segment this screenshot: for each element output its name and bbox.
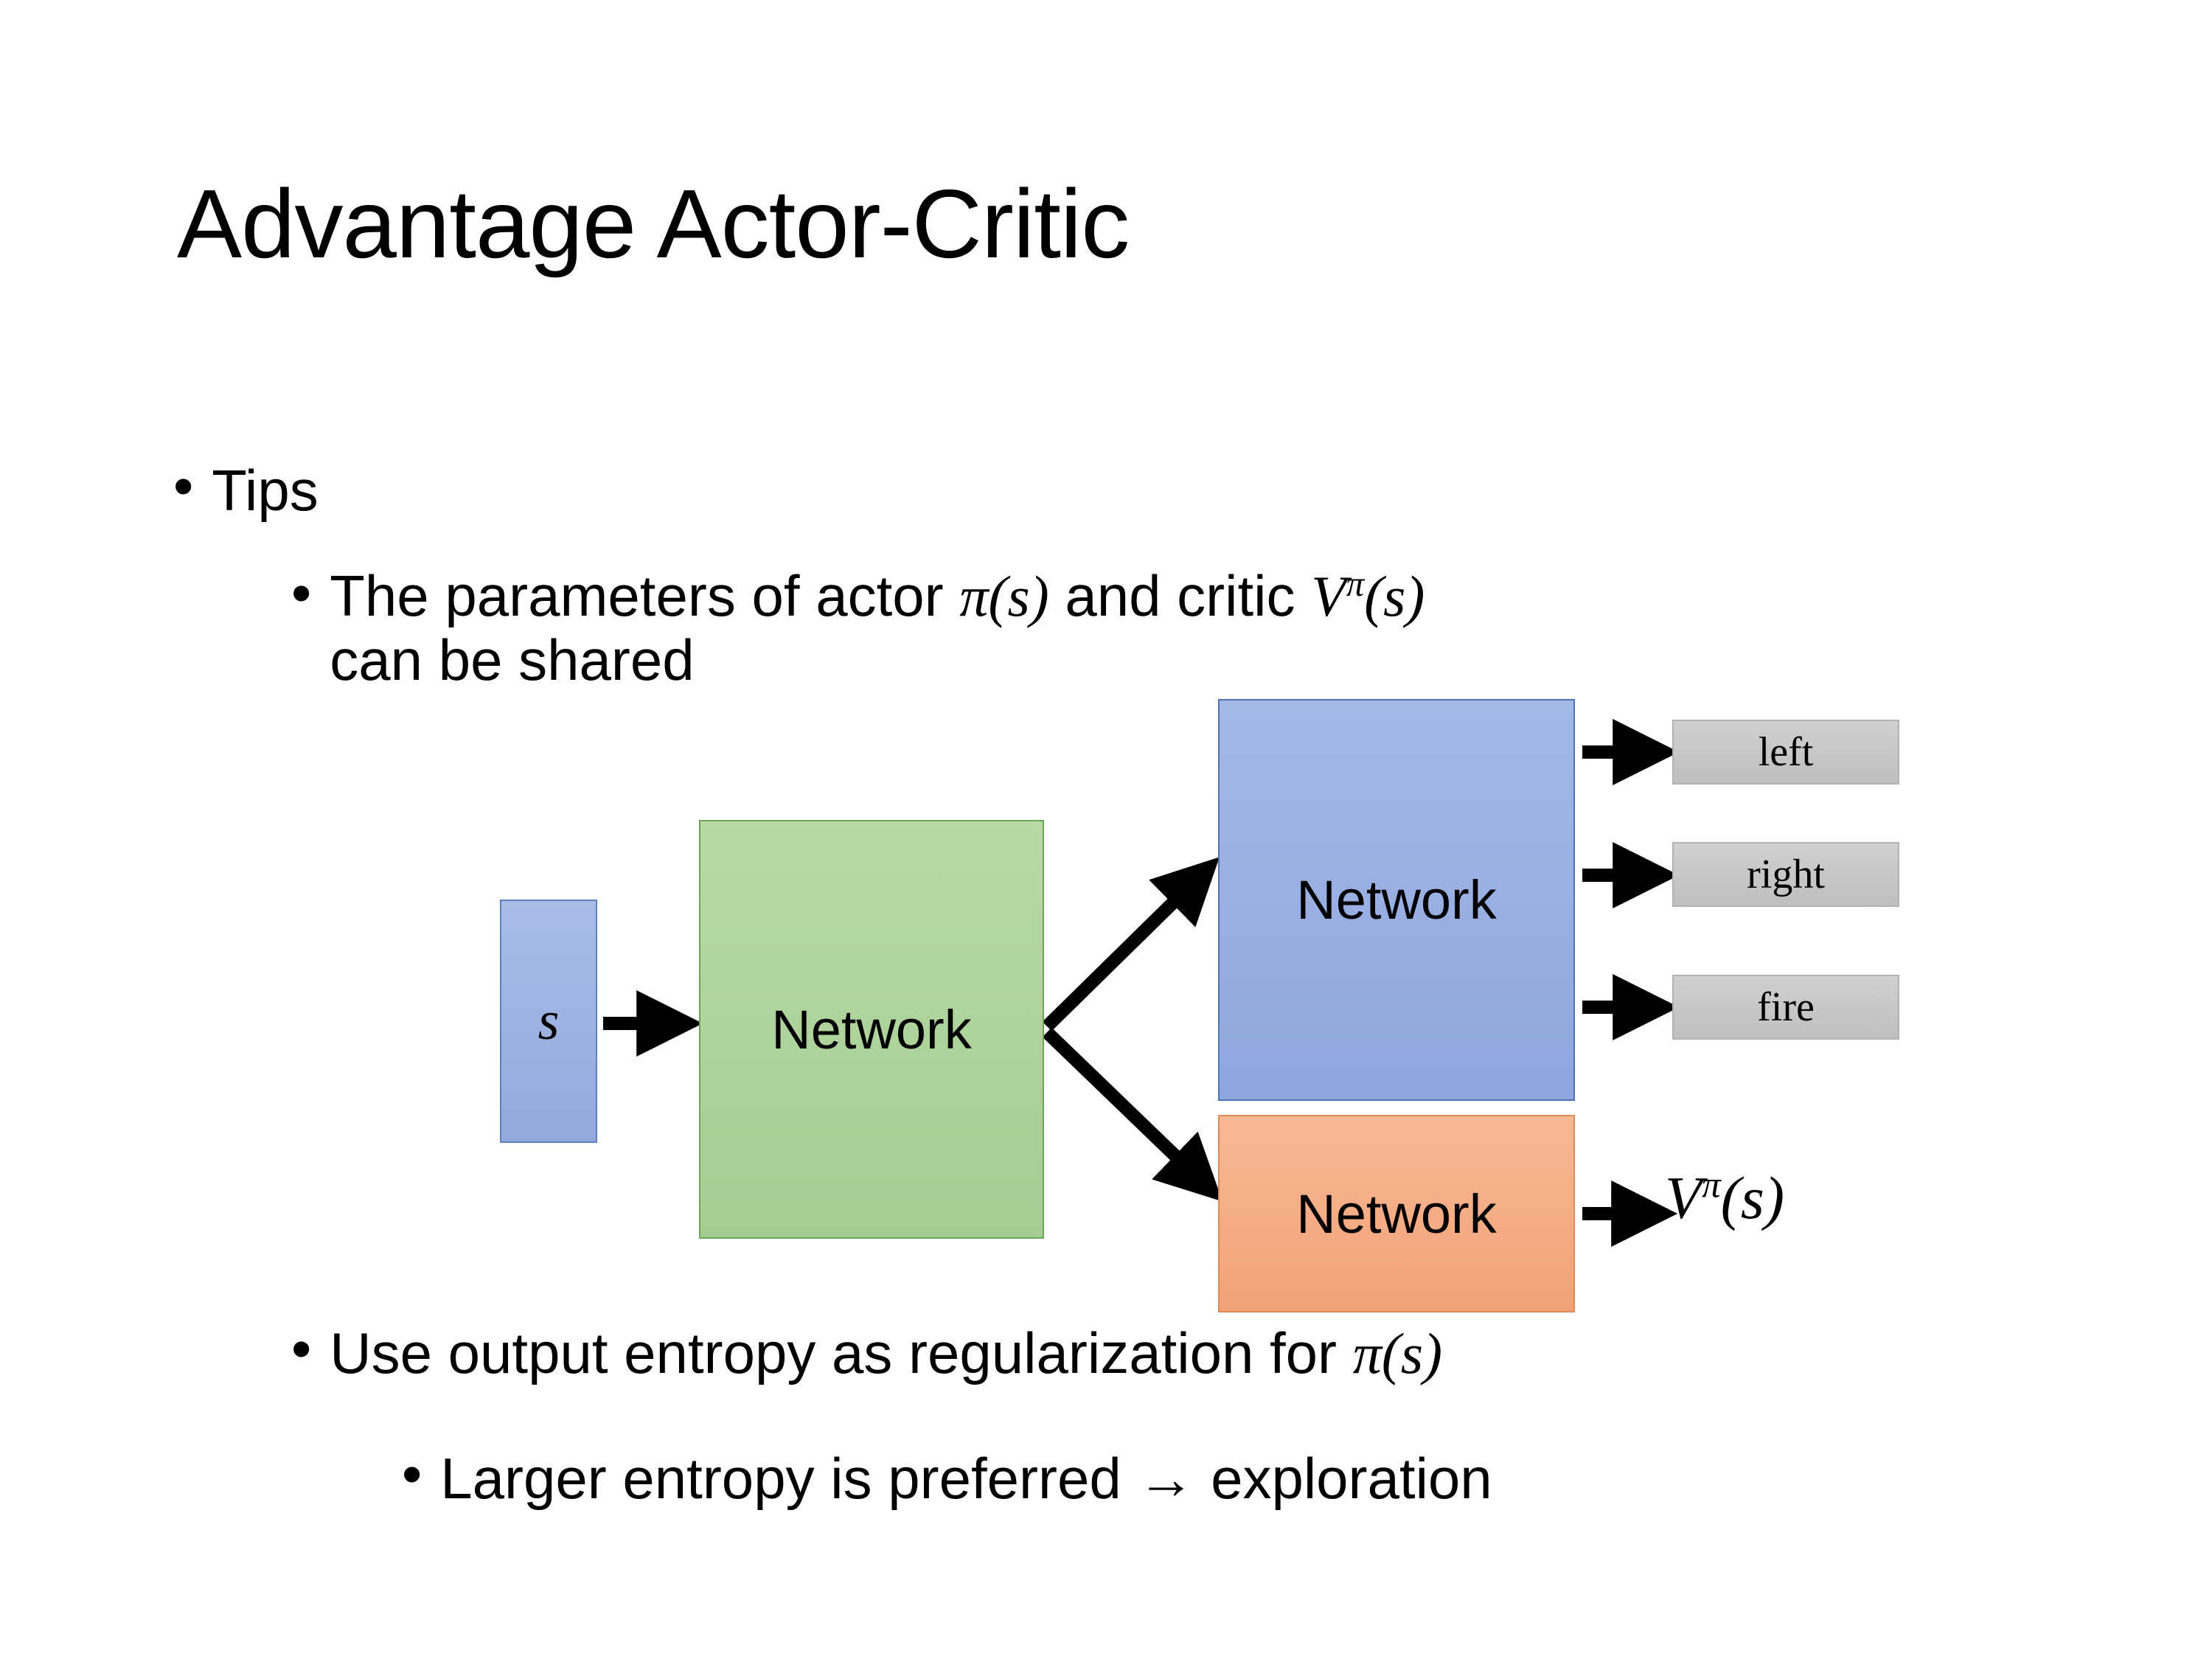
bullet-tips-label: Tips <box>212 458 319 523</box>
arrow-shared-to-critic <box>1042 1027 1223 1202</box>
math-critic-value: Vπ(s) <box>1311 564 1425 628</box>
text-parameters-suffix: can be shared <box>330 627 695 693</box>
input-state-box[interactable]: s <box>500 900 597 1143</box>
math-actor-policy: π(s) <box>959 564 1049 628</box>
bullet-marker-icon: • <box>402 1441 422 1506</box>
critic-value-output-label: Vπ(s) <box>1665 1164 1784 1233</box>
bullet-shared-parameters: • The parameters of actor π(s) and criti… <box>291 560 1804 693</box>
bullet-marker-icon: • <box>291 560 312 625</box>
action-output-right-label: right <box>1747 852 1825 897</box>
actor-network-box[interactable]: Network <box>1218 699 1575 1101</box>
bullet-tips: • Tips <box>173 457 319 524</box>
math-critic-base: V <box>1311 564 1346 628</box>
action-output-left-label: left <box>1758 729 1814 775</box>
bullet-exploration: • Larger entropy is preferred → explorat… <box>402 1445 1492 1512</box>
action-output-right[interactable]: right <box>1672 842 1899 907</box>
bullet-entropy-regularization: • Use output entropy as regularization f… <box>291 1320 1442 1387</box>
shared-network-label: Network <box>771 998 972 1060</box>
actor-network-label: Network <box>1296 869 1497 931</box>
critic-network-box[interactable]: Network <box>1218 1115 1575 1312</box>
bullet-entropy-label: Use output entropy as regularization for… <box>330 1320 1442 1387</box>
math-policy: π(s) <box>1352 1321 1443 1385</box>
arrow-shared-to-actor <box>1042 857 1220 1032</box>
input-state-label: s <box>538 990 560 1051</box>
critic-value-base: V <box>1665 1164 1703 1231</box>
bullet-marker-icon: • <box>173 453 194 518</box>
bullet-marker-icon: • <box>291 1316 312 1381</box>
bullet-shared-parameters-label: The parameters of actor π(s) and critic … <box>330 563 1804 693</box>
critic-value-math: Vπ(s) <box>1665 1164 1784 1231</box>
shared-network-box[interactable]: Network <box>699 820 1044 1239</box>
text-parameters-prefix: The parameters of actor <box>330 563 960 628</box>
bullet-exploration-label: Larger entropy is preferred → exploratio… <box>440 1446 1492 1511</box>
critic-value-superscript: π <box>1702 1164 1721 1206</box>
action-output-fire-label: fire <box>1757 984 1815 1030</box>
page-title: Advantage Actor-Critic <box>177 170 1130 278</box>
math-critic-superscript: π <box>1346 565 1365 604</box>
critic-value-argument: (s) <box>1720 1164 1785 1231</box>
text-parameters-middle: and critic <box>1048 563 1312 628</box>
text-entropy-prefix: Use output entropy as regularization for <box>330 1321 1353 1385</box>
action-output-fire[interactable]: fire <box>1672 975 1899 1040</box>
action-output-left[interactable]: left <box>1672 720 1899 785</box>
math-critic-argument: (s) <box>1364 564 1425 628</box>
critic-network-label: Network <box>1296 1183 1497 1245</box>
